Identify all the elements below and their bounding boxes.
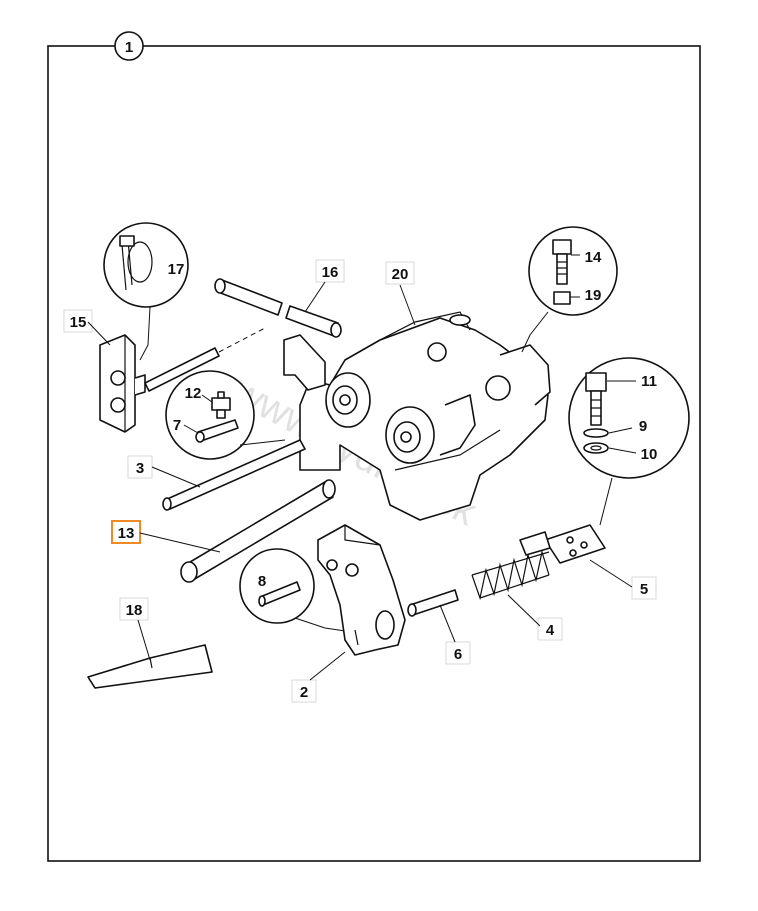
part-15-bracket[interactable] — [99, 334, 146, 433]
part-13-main-pin[interactable] — [180, 479, 336, 583]
callout-9: 9 — [639, 418, 647, 435]
callout-11: 11 — [641, 373, 657, 390]
callout-13-selected[interactable]: 13 — [111, 520, 141, 544]
callout-5[interactable]: 5 — [631, 576, 657, 600]
callout-18[interactable]: 18 — [119, 597, 149, 621]
callout-20[interactable]: 20 — [385, 261, 415, 285]
part-5-plate[interactable] — [519, 524, 606, 564]
callout-17: 17 — [168, 261, 185, 278]
svg-text:5: 5 — [640, 581, 648, 598]
svg-text:6: 6 — [454, 646, 462, 663]
detail-bubble-11-9-10[interactable]: 11 9 10 — [568, 357, 690, 479]
callout-7: 7 — [173, 417, 181, 434]
callout-3[interactable]: 3 — [127, 455, 153, 479]
part-6-pin[interactable] — [407, 589, 459, 617]
callout-8: 8 — [258, 573, 266, 590]
callout-4[interactable]: 4 — [537, 617, 563, 641]
detail-bubble-12-7[interactable]: 12 7 — [165, 370, 255, 460]
callout-12: 12 — [185, 385, 202, 402]
svg-text:16: 16 — [322, 264, 339, 281]
svg-text:4: 4 — [546, 622, 555, 639]
callout-15[interactable]: 15 — [63, 309, 93, 333]
part-4-spring[interactable] — [471, 549, 550, 601]
callout-2[interactable]: 2 — [291, 679, 317, 703]
group-number-badge[interactable]: 1 — [114, 31, 144, 61]
part-16-pins[interactable] — [214, 278, 342, 338]
callout-10: 10 — [641, 446, 658, 463]
detail-bubble-8[interactable]: 8 — [239, 548, 315, 624]
callout-14: 14 — [585, 249, 602, 266]
detail-bubble-14-19[interactable]: 14 19 — [528, 226, 618, 316]
part-3-pin[interactable] — [162, 439, 306, 511]
svg-text:20: 20 — [392, 266, 409, 283]
callout-6[interactable]: 6 — [445, 641, 471, 665]
part-18-decal[interactable] — [87, 644, 213, 689]
svg-text:3: 3 — [136, 460, 144, 477]
diagram-frame — [47, 45, 701, 862]
svg-text:2: 2 — [300, 684, 308, 701]
svg-text:13: 13 — [118, 525, 135, 542]
callout-19: 19 — [585, 287, 602, 304]
part-2-latch[interactable] — [317, 524, 406, 656]
group-number: 1 — [125, 39, 133, 56]
callout-16[interactable]: 16 — [315, 259, 345, 283]
svg-text:18: 18 — [126, 602, 143, 619]
part-20-hitch-body[interactable] — [283, 311, 551, 521]
detail-bubble-17[interactable]: 17 — [103, 222, 189, 308]
svg-text:15: 15 — [70, 314, 87, 331]
